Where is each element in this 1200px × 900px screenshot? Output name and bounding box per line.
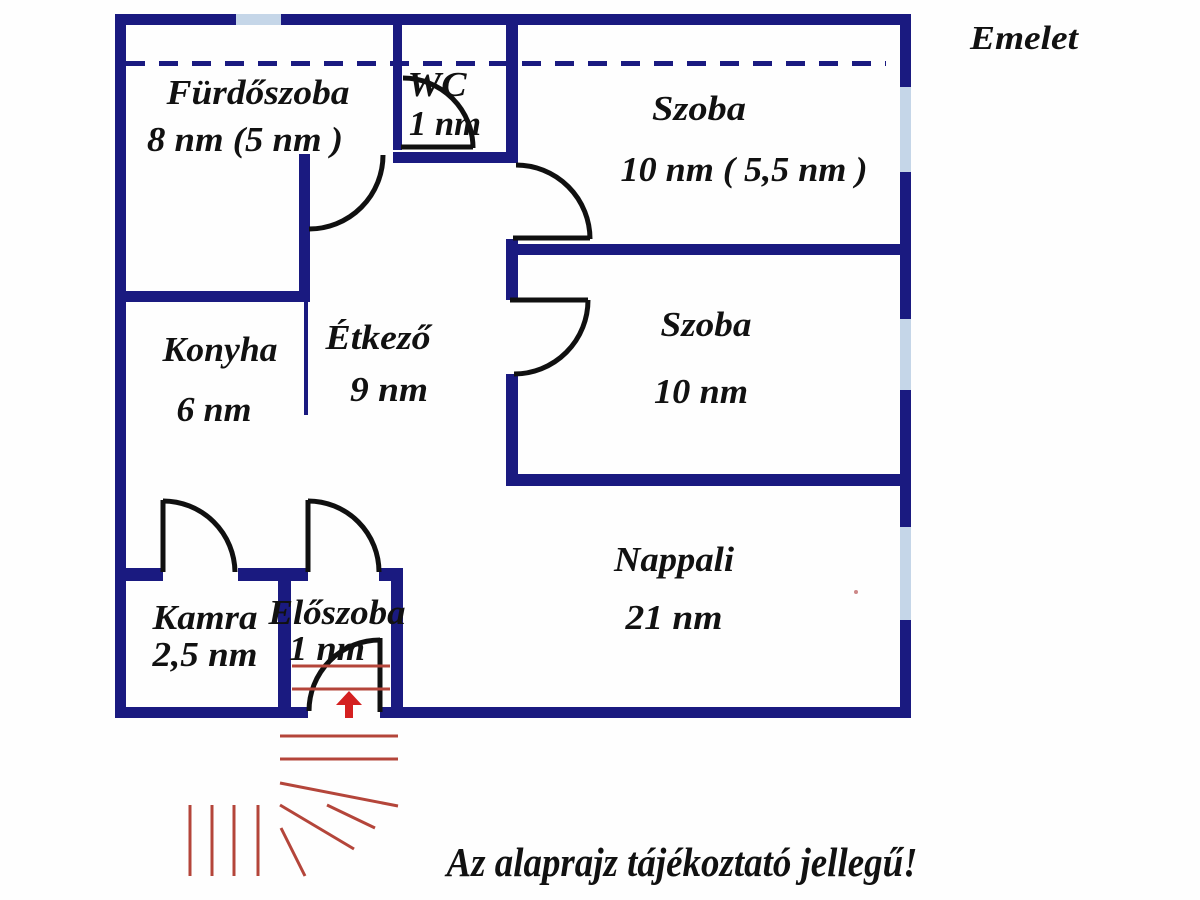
svg-text:Konyha: Konyha [161, 330, 277, 369]
svg-text:Nappali: Nappali [613, 540, 734, 579]
svg-text:Az alaprajz tájékoztató jelleg: Az alaprajz tájékoztató jellegű! [444, 839, 918, 885]
svg-text:Étkező: Étkező [324, 318, 433, 357]
svg-text:1 nm: 1 nm [289, 629, 365, 668]
svg-text:Szoba: Szoba [661, 305, 752, 344]
svg-text:Kamra: Kamra [151, 598, 257, 637]
svg-text:8 nm (5 nm ): 8 nm (5 nm ) [147, 120, 343, 159]
svg-text:WC: WC [408, 65, 468, 104]
svg-text:Emelet: Emelet [969, 20, 1080, 57]
svg-text:9 nm: 9 nm [350, 370, 428, 409]
svg-text:6 nm: 6 nm [177, 390, 252, 429]
svg-text:Fürdőszoba: Fürdőszoba [165, 73, 349, 112]
svg-text:10 nm ( 5,5 nm ): 10 nm ( 5,5 nm ) [621, 150, 868, 189]
svg-text:2,5 nm: 2,5 nm [151, 635, 257, 674]
svg-text:Szoba: Szoba [652, 89, 746, 128]
svg-text:10 nm: 10 nm [654, 372, 748, 411]
svg-text:21 nm: 21 nm [624, 598, 722, 637]
svg-text:1 nm: 1 nm [409, 104, 481, 143]
svg-text:Előszoba: Előszoba [267, 593, 405, 632]
